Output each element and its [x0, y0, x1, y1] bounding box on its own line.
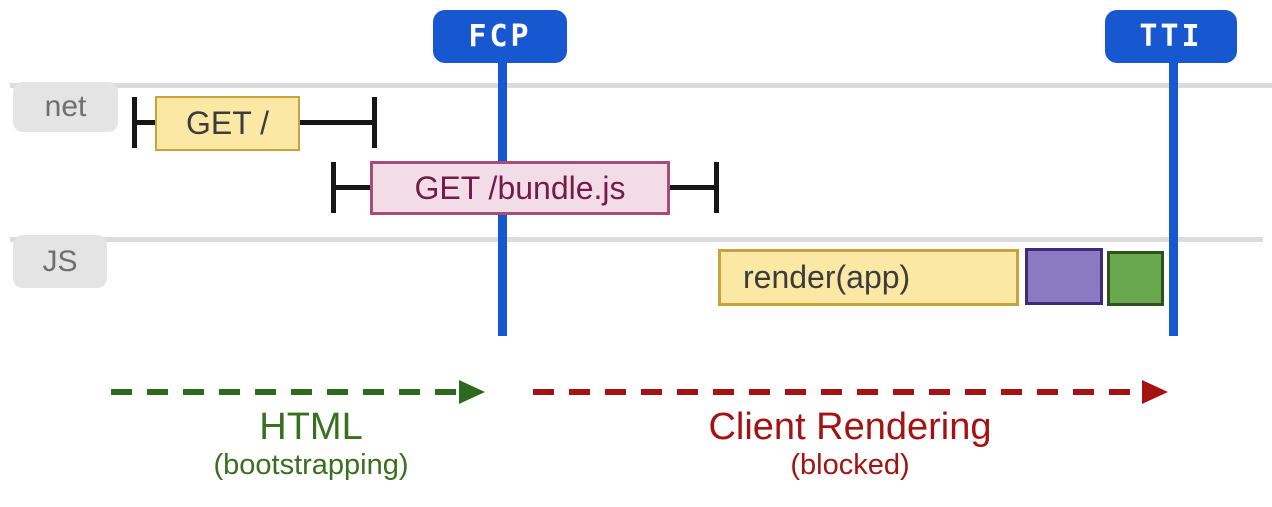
client-rendering-phase-sublabel: (blocked)	[790, 448, 910, 481]
client-rendering-phase-label: Client Rendering	[708, 406, 992, 448]
client-rendering-phase-arrowhead-icon	[1142, 380, 1168, 404]
get-bundle-label: GET /bundle.js	[414, 169, 626, 206]
html-phase-sublabel: (bootstrapping)	[213, 448, 409, 481]
html-phase-arrow	[111, 389, 459, 395]
get-root-end-tick	[372, 97, 377, 148]
tti-badge: TTI	[1105, 10, 1237, 63]
get-root-bar: GET /	[155, 96, 300, 151]
client-rendering-phase-arrow	[533, 389, 1142, 395]
render-app-label: render(app)	[743, 259, 911, 295]
client-rendering-phase-label-group: Client Rendering (blocked)	[695, 406, 1005, 481]
fcp-badge: FCP	[433, 10, 567, 63]
net-track-label: net	[13, 82, 118, 132]
js-track-line	[10, 237, 1263, 242]
get-root-start-tick	[132, 97, 137, 148]
get-root-label: GET /	[186, 105, 269, 141]
html-phase-label-group: HTML (bootstrapping)	[161, 406, 461, 481]
js-track-label: JS	[13, 235, 107, 288]
get-root-start-whisker	[136, 120, 156, 125]
get-bundle-start-whisker	[335, 185, 370, 190]
net-track-line	[10, 83, 1272, 88]
render-app-bar: render(app)	[718, 249, 1019, 306]
tti-marker-line	[1169, 58, 1178, 336]
get-bundle-start-tick	[331, 162, 336, 213]
green-task-bar	[1107, 251, 1164, 306]
get-root-end-whisker	[300, 120, 374, 125]
get-bundle-bar: GET /bundle.js	[370, 161, 670, 215]
purple-task-bar	[1025, 248, 1103, 305]
html-phase-arrowhead-icon	[459, 380, 485, 404]
get-bundle-end-tick	[714, 162, 719, 213]
html-phase-label: HTML	[259, 406, 363, 448]
get-bundle-end-whisker	[670, 185, 716, 190]
